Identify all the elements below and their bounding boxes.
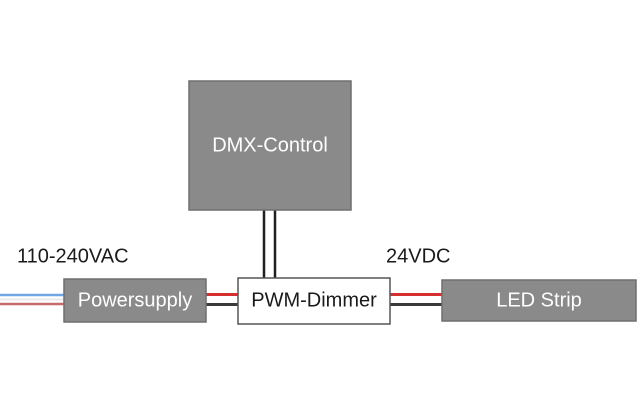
dc-cable-input: [206, 293, 238, 306]
led-strip-label: LED Strip: [496, 289, 582, 311]
dc-cable-output: [390, 293, 442, 306]
pwm-dimmer-label: PWM-Dimmer: [251, 289, 377, 311]
mains-cable: [0, 293, 64, 306]
led-strip-box: LED Strip: [441, 279, 637, 322]
input-voltage-label: 110-240VAC: [17, 245, 129, 267]
control-cable: [262, 210, 277, 278]
powersupply-box: Powersupply: [63, 278, 207, 323]
powersupply-label: Powersupply: [78, 289, 193, 311]
output-voltage-label: 24VDC: [386, 245, 450, 267]
dmx-control-box: DMX-Control: [188, 80, 352, 211]
pwm-dimmer-box: PWM-Dimmer: [237, 277, 391, 325]
dmx-control-label: DMX-Control: [212, 134, 328, 156]
